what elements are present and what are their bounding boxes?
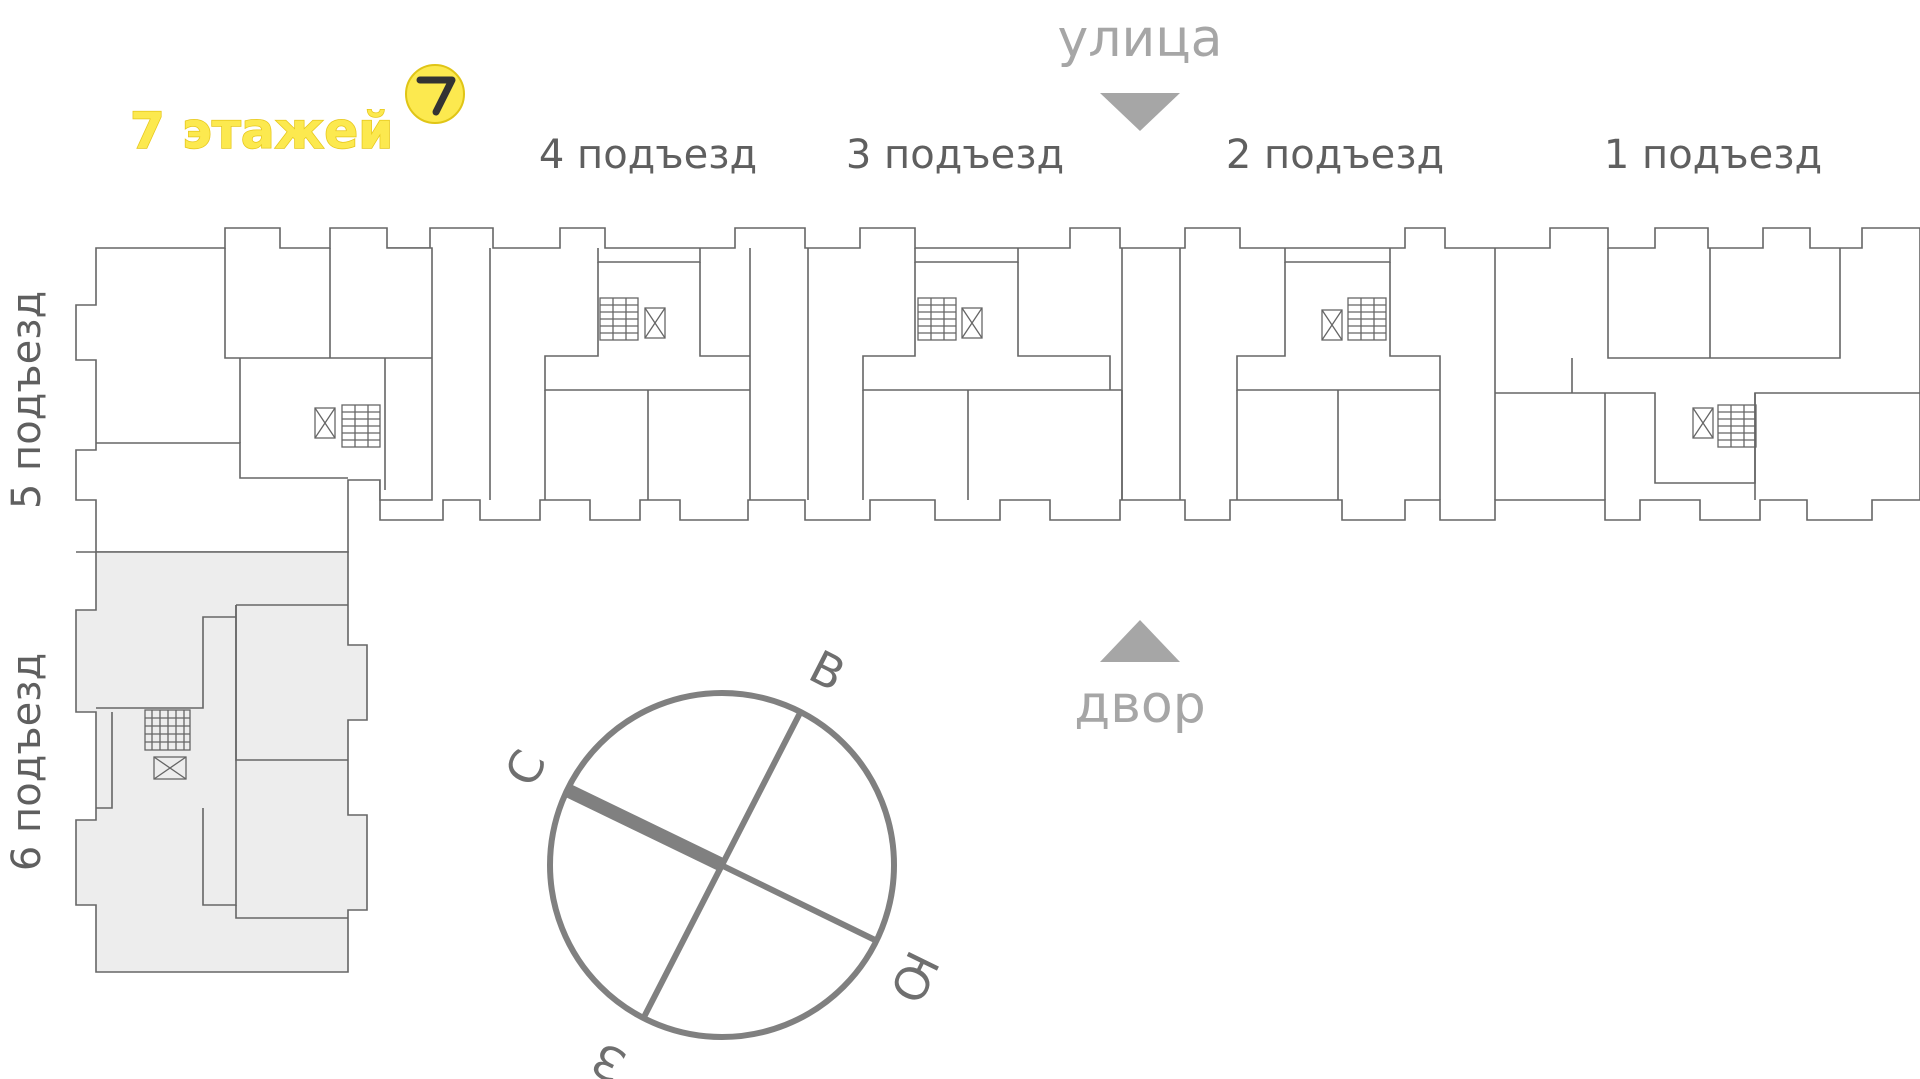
entrance-label-1: 1 подъезд	[1604, 132, 1822, 178]
elevator-icon	[1692, 407, 1714, 439]
stair-icon	[917, 297, 957, 341]
yard-arrow-icon	[1100, 620, 1180, 662]
compass-rose-icon: С В Ю З	[494, 640, 949, 1079]
building-horizontal-wing	[379, 227, 1920, 521]
stair-icon	[599, 297, 639, 341]
elevator-icon	[961, 307, 983, 339]
elevator-icon	[314, 407, 336, 439]
stair-icon	[144, 709, 191, 751]
elevator-icon	[644, 307, 666, 339]
street-label: улица	[1057, 9, 1222, 69]
floors-badge: 7	[405, 64, 465, 124]
stair-icon	[1347, 297, 1387, 341]
compass-south-label: Ю	[879, 943, 949, 1011]
elevator-icon	[153, 756, 187, 780]
compass-north-label: С	[494, 742, 557, 795]
building-corner-wing	[75, 227, 433, 553]
floors-label: 7 этажей	[130, 102, 393, 160]
stair-icon	[1717, 404, 1757, 448]
entrance-label-6: 6 подъезд	[4, 653, 50, 871]
entrance-label-5: 5 подъезд	[4, 291, 50, 509]
building-entrance-6-highlighted	[75, 551, 368, 973]
street-arrow-icon	[1100, 93, 1180, 131]
entrance-label-2: 2 подъезд	[1226, 132, 1444, 178]
compass-east-label: В	[801, 640, 854, 702]
stair-icon	[341, 404, 381, 448]
entrance-label-3: 3 подъезд	[846, 132, 1064, 178]
yard-indicator: двор	[1074, 620, 1206, 735]
compass-west-label: З	[583, 1032, 634, 1079]
yard-label: двор	[1074, 675, 1205, 735]
street-indicator: улица	[1057, 9, 1223, 131]
elevator-icon	[1321, 309, 1343, 341]
floors-header: 7 этажей 7	[129, 64, 465, 161]
entrance-label-4: 4 подъезд	[539, 132, 757, 178]
